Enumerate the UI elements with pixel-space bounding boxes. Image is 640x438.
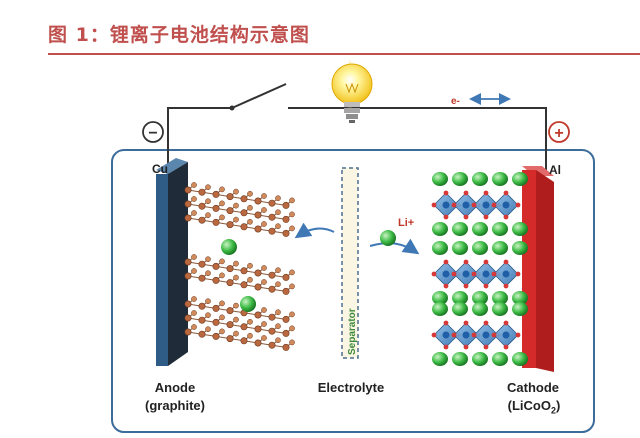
graphite-sheet <box>184 296 295 323</box>
cathode-metal-label: Al <box>549 163 561 177</box>
lightbulb-icon <box>331 60 373 123</box>
li-ion <box>432 222 448 236</box>
cathode-plate <box>522 166 554 372</box>
switch-pivot <box>229 105 235 111</box>
li-ion <box>492 172 508 186</box>
li-ion <box>472 241 488 255</box>
li-ion <box>432 291 448 305</box>
anode-plate <box>156 158 188 366</box>
coo2-layer <box>431 320 521 350</box>
li-ion <box>512 302 528 316</box>
cell-container <box>111 149 595 433</box>
graphite-sheet <box>184 210 295 237</box>
separator-label: Separator <box>347 308 358 355</box>
li-ion <box>492 222 508 236</box>
anode-metal-label: Cu <box>152 162 168 176</box>
graphite-sheet <box>184 254 295 281</box>
li-ion <box>472 222 488 236</box>
li-ion <box>492 302 508 316</box>
li-ion <box>432 172 448 186</box>
graphite-sheet <box>184 310 295 337</box>
graphite-sheet <box>184 324 295 351</box>
minus-terminal-icon <box>142 121 164 143</box>
anode-subtitle: (graphite) <box>145 398 205 413</box>
li-ion <box>432 241 448 255</box>
graphite-sheet <box>184 196 295 223</box>
li-ion <box>512 172 528 186</box>
li-ion <box>452 302 468 316</box>
li-ion <box>240 296 256 312</box>
li-ion <box>472 172 488 186</box>
licoo2-structure <box>431 172 528 366</box>
ion-flow-arrows <box>294 222 420 255</box>
li-ion <box>512 241 528 255</box>
coo2-layer <box>431 190 521 220</box>
anode-title: Anode <box>154 380 196 395</box>
li-ion <box>452 172 468 186</box>
li-ion <box>380 230 396 246</box>
li-ion <box>221 239 237 255</box>
graphite-sheet <box>184 268 295 295</box>
li-ion <box>492 241 508 255</box>
li-ion <box>492 352 508 366</box>
separator <box>341 167 359 359</box>
cathode-subtitle: (LiCoO2) <box>507 398 561 416</box>
li-ion <box>452 291 468 305</box>
li-ion <box>472 291 488 305</box>
li-ion-label: Li+ <box>398 217 414 229</box>
coo2-layer <box>431 259 521 289</box>
li-ion <box>452 222 468 236</box>
graphite-layers <box>184 182 295 351</box>
li-ion <box>472 302 488 316</box>
li-ion <box>512 352 528 366</box>
cathode-title: Cathode <box>507 380 559 395</box>
li-ion <box>452 352 468 366</box>
electrolyte-label: Electrolyte <box>317 380 385 395</box>
figure-title: 图 1：锂离子电池结构示意图 <box>48 24 310 46</box>
li-ion <box>432 352 448 366</box>
minus-label: − <box>148 125 157 142</box>
electron-label: e- <box>451 96 460 107</box>
li-ion <box>472 352 488 366</box>
li-ion <box>452 241 468 255</box>
graphite-sheet <box>184 182 295 209</box>
li-ion <box>492 291 508 305</box>
li-ion <box>432 302 448 316</box>
plus-label: + <box>554 125 563 142</box>
title-rule <box>48 53 640 55</box>
li-ion <box>512 291 528 305</box>
plus-terminal-icon <box>548 121 570 143</box>
li-ion <box>512 222 528 236</box>
